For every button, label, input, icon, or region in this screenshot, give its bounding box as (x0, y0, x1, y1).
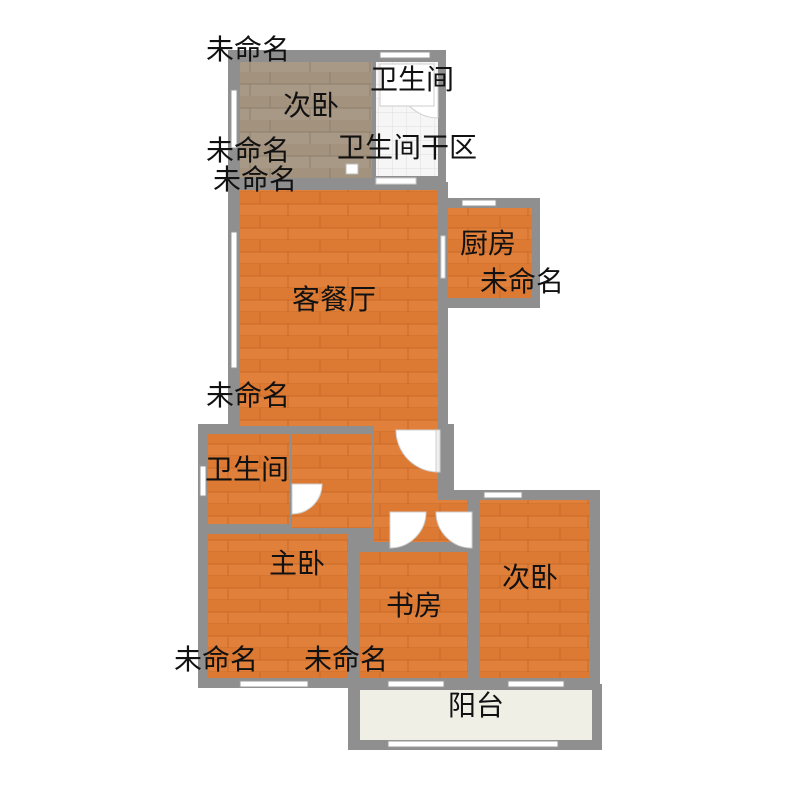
floor-balcony (360, 690, 592, 740)
door-corridor-entry-leaf (435, 429, 441, 473)
floor-hall-lower (292, 434, 372, 528)
label-kitchen: 厨房 (459, 227, 517, 260)
label-unnamed-living-lower: 未命名 (205, 379, 291, 412)
floor-study (360, 552, 468, 678)
label-bathroom-master: 卫生间 (204, 453, 290, 486)
label-second-bedroom-bottom: 次卧 (501, 561, 559, 594)
window-bedroom-bottom (507, 680, 565, 688)
door-kitchen (440, 235, 446, 279)
floor-kitchen (448, 208, 532, 298)
label-bathroom-dry-area: 卫生间干区 (336, 131, 478, 164)
door-bedroom-bottom (435, 511, 473, 549)
floor-second-bedroom-top (240, 62, 372, 178)
window-kitchen-top (461, 199, 497, 207)
window-bathroom-master (199, 465, 207, 497)
label-unnamed-top: 未命名 (205, 33, 291, 66)
label-unnamed-bottom-left: 未命名 (173, 643, 259, 676)
window-study-bottom (387, 680, 445, 688)
label-study: 书房 (385, 589, 443, 622)
label-bathroom-top: 卫生间 (369, 63, 455, 96)
toilet (345, 163, 359, 175)
label-unnamed-bottom-mid: 未命名 (303, 643, 389, 676)
fixtures (345, 63, 435, 175)
label-unnamed-kitchen: 未命名 (479, 265, 565, 298)
label-unnamed-mid-left-a: 未命名 (205, 134, 291, 167)
shower-tray (379, 63, 435, 107)
window-top-bathroom (379, 51, 431, 59)
label-second-bedroom-top: 次卧 (282, 89, 340, 122)
door-study (389, 511, 427, 549)
window-balcony-bottom (387, 740, 559, 748)
floor-bathroom-master (208, 434, 290, 524)
doors (291, 77, 473, 549)
window-left-bedroom-top (230, 89, 238, 149)
label-balcony: 阳台 (447, 689, 505, 722)
floor-second-bedroom-bottom (480, 500, 590, 678)
floor-living-dining (240, 190, 438, 426)
door-bathroom-master (291, 483, 323, 515)
floor-master-bedroom (208, 534, 348, 678)
label-living-dining: 客餐厅 (291, 283, 377, 316)
door-bedroom-top (375, 177, 417, 185)
floors (208, 62, 592, 740)
window-bedroom-right (483, 491, 523, 499)
door-corridor-entry (395, 429, 439, 473)
label-master-bedroom: 主卧 (268, 547, 326, 580)
label-unnamed-mid-left-b: 未命名 (212, 163, 298, 196)
windows (199, 51, 565, 748)
window-master-bottom (239, 680, 309, 688)
window-left-living (230, 231, 238, 369)
